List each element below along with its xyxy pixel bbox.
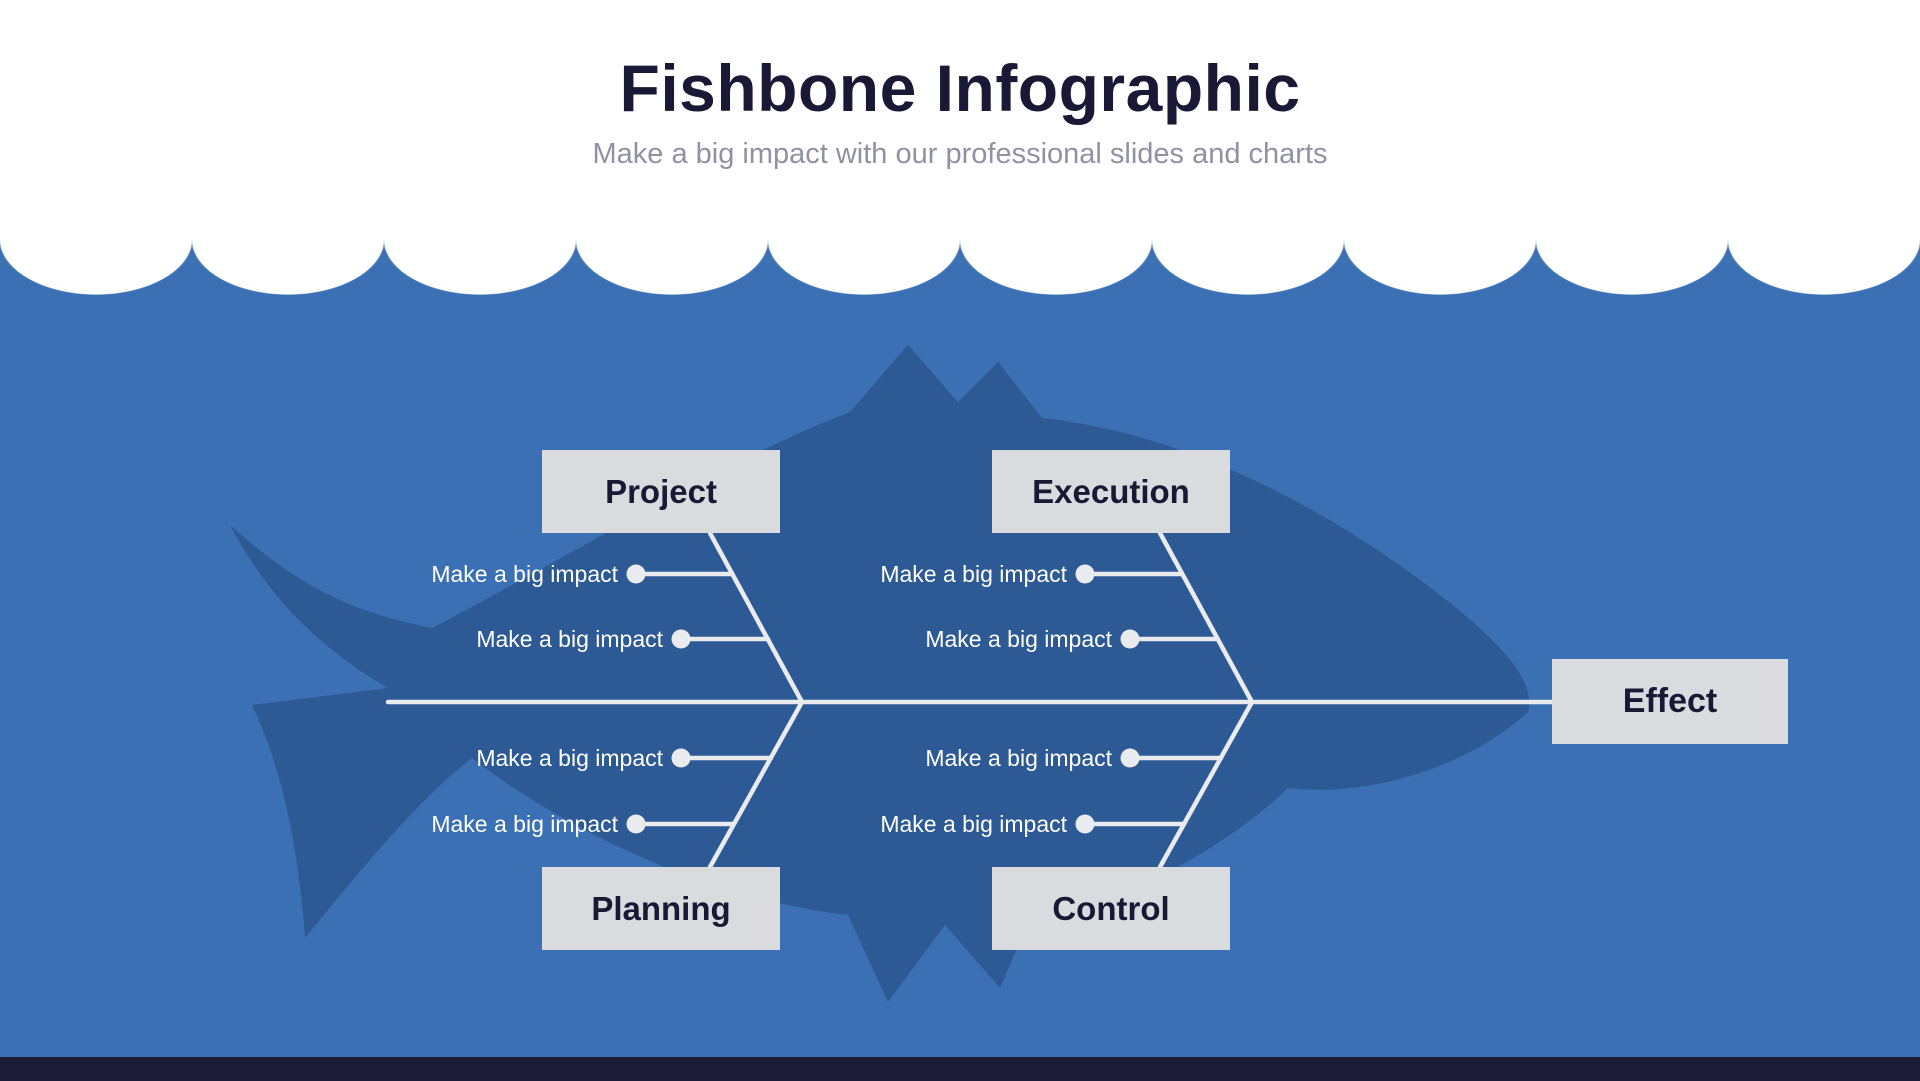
- cause-label-project-1: Make a big impact: [431, 561, 618, 587]
- category-label-control: Control: [1052, 889, 1170, 927]
- wave-edge: [0, 239, 1920, 297]
- cause-label-execution-1: Make a big impact: [880, 561, 1067, 587]
- page-title: Fishbone Infographic: [619, 51, 1301, 125]
- cause-dot-control-2: [1075, 814, 1095, 834]
- cause-label-planning-1: Make a big impact: [476, 745, 663, 771]
- cause-label-execution-2: Make a big impact: [925, 626, 1112, 652]
- cause-dot-execution-2: [1120, 629, 1140, 649]
- cause-dot-planning-1: [671, 748, 691, 768]
- effect-label: Effect: [1622, 682, 1718, 720]
- page-subtitle: Make a big impact with our professional …: [592, 138, 1328, 170]
- category-label-execution: Execution: [1032, 472, 1190, 510]
- cause-label-project-2: Make a big impact: [476, 626, 663, 652]
- cause-label-control-1: Make a big impact: [925, 745, 1112, 771]
- cause-dots: [626, 564, 1140, 834]
- cause-dot-planning-2: [626, 814, 646, 834]
- category-box-execution: Execution: [992, 450, 1230, 533]
- category-label-planning: Planning: [591, 889, 731, 927]
- branch-line-project: [707, 530, 805, 705]
- category-label-project: Project: [605, 472, 717, 510]
- branch-line-planning: [707, 699, 805, 870]
- category-box-control: Control: [992, 867, 1230, 950]
- fishbone-lines: [385, 530, 1559, 870]
- cause-dot-execution-1: [1075, 564, 1095, 584]
- effect-box: Effect: [1552, 659, 1788, 744]
- branch-line-execution: [1157, 530, 1255, 705]
- cause-label-planning-2: Make a big impact: [431, 811, 618, 837]
- cause-label-control-2: Make a big impact: [880, 811, 1067, 837]
- footer-bar: [0, 1057, 1920, 1081]
- category-box-planning: Planning: [542, 867, 780, 950]
- fish-silhouette: [230, 345, 1530, 1002]
- cause-dot-project-2: [671, 629, 691, 649]
- cause-dot-control-1: [1120, 748, 1140, 768]
- category-box-project: Project: [542, 450, 780, 533]
- branch-line-control: [1157, 699, 1255, 870]
- cause-dot-project-1: [626, 564, 646, 584]
- header: Fishbone Infographic Make a big impact w…: [0, 0, 1920, 240]
